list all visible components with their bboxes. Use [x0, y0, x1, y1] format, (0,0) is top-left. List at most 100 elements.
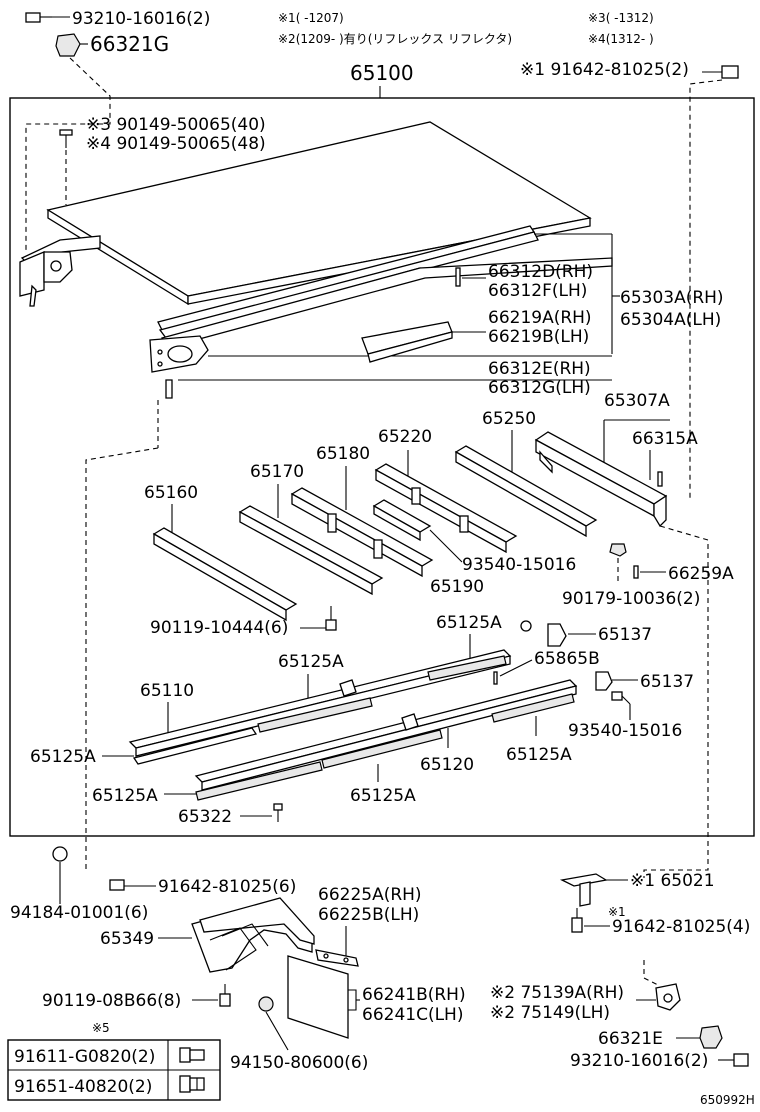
label-65021[interactable]: ※1 65021 [630, 871, 715, 891]
label-66259A[interactable]: 66259A [668, 564, 734, 584]
label-65137-2[interactable]: 65137 [640, 672, 694, 692]
nut-icon [609, 543, 627, 557]
pin-icon [633, 565, 639, 579]
bolt-icon [611, 691, 631, 705]
bolt-icon [219, 984, 231, 1007]
clip-nut-icon [699, 1025, 723, 1049]
label-65250[interactable]: 65250 [482, 409, 536, 429]
screw-icon [273, 803, 283, 822]
label-66225A-RH[interactable]: 66225A(RH) [318, 885, 422, 905]
bolt-icon [25, 12, 52, 23]
cross-member-65180 [290, 487, 434, 578]
label-65125A-2[interactable]: 65125A [278, 652, 344, 672]
label-66219A-RH[interactable]: 66219A(RH) [488, 308, 592, 328]
label-65125A-3[interactable]: 65125A [30, 747, 96, 767]
label-90149-50065-48[interactable]: ※4 90149-50065(48) [86, 134, 266, 154]
label-75149-LH[interactable]: ※2 75149(LH) [490, 1003, 610, 1023]
cross-member-65220 [374, 463, 518, 554]
label-65110[interactable]: 65110 [140, 681, 194, 701]
mud-flap-66241 [287, 955, 349, 1039]
clip-icon [179, 1047, 205, 1063]
label-65120[interactable]: 65120 [420, 755, 474, 775]
label-65349[interactable]: 65349 [100, 929, 154, 949]
label-93210-16016-top[interactable]: 93210-16016(2) [72, 9, 210, 29]
clip-nut-icon [55, 33, 81, 57]
label-94184-01001[interactable]: 94184-01001(6) [10, 903, 148, 923]
label-66312G-LH[interactable]: 66312G(LH) [488, 378, 591, 398]
label-65322[interactable]: 65322 [178, 807, 232, 827]
label-66225B-LH[interactable]: 66225B(LH) [318, 905, 419, 925]
label-65170[interactable]: 65170 [250, 462, 304, 482]
label-66241C-LH[interactable]: 66241C(LH) [362, 1005, 463, 1025]
label-65160[interactable]: 65160 [144, 483, 198, 503]
sill-block-65125A [132, 655, 507, 765]
clip-icon [179, 1075, 205, 1093]
label-65125A-1[interactable]: 65125A [436, 613, 502, 633]
bolt-icon [733, 1053, 749, 1067]
table-row-2-part[interactable]: 91651-40820(2) [14, 1077, 152, 1097]
label-93540-15016-a[interactable]: 93540-15016 [462, 555, 576, 575]
main-assembly-frame [9, 97, 755, 837]
bracket-icon [595, 671, 613, 691]
cross-member-65190 [372, 499, 432, 542]
note-sym-5: ※5 [92, 1021, 110, 1035]
label-66312F-LH[interactable]: 66312F(LH) [488, 281, 587, 301]
label-65125A-6[interactable]: 65125A [350, 786, 416, 806]
cross-member-65170 [238, 505, 384, 596]
label-65137-1[interactable]: 65137 [598, 625, 652, 645]
label-91642-81025-top[interactable]: ※1 91642-81025(2) [520, 60, 689, 80]
rail-end-bracket [149, 335, 209, 399]
label-93540-15016-b[interactable]: 93540-15016 [568, 721, 682, 741]
bolt-icon [702, 65, 739, 79]
label-66321E[interactable]: 66321E [598, 1029, 663, 1049]
side-rail [157, 225, 613, 349]
label-65125A-4[interactable]: 65125A [506, 745, 572, 765]
bolt-icon [520, 620, 532, 632]
diagram-code: 650992H [700, 1093, 755, 1107]
label-65307A[interactable]: 65307A [604, 391, 670, 411]
label-65304A-LH[interactable]: 65304A(LH) [620, 310, 721, 330]
nut-icon [258, 996, 274, 1012]
label-66241B-RH[interactable]: 66241B(RH) [362, 985, 466, 1005]
label-65125A-5[interactable]: 65125A [92, 786, 158, 806]
label-94150-80600[interactable]: 94150-80600(6) [230, 1053, 368, 1073]
label-90119-10444[interactable]: 90119-10444(6) [150, 618, 288, 638]
label-65180[interactable]: 65180 [316, 444, 370, 464]
bolt-icon [109, 879, 125, 891]
label-90179-10036[interactable]: 90179-10036(2) [562, 589, 700, 609]
label-91642-81025-4[interactable]: 91642-81025(4) [612, 917, 750, 937]
note-3: ※3( -1312) [588, 11, 654, 25]
pin-icon [493, 671, 498, 685]
label-93210-16016-bot[interactable]: 93210-16016(2) [570, 1051, 708, 1071]
note-2: ※2(1209- )有り(リフレックス リフレクタ) [278, 32, 512, 46]
table-row-1-part[interactable]: 91611-G0820(2) [14, 1047, 155, 1067]
label-65100[interactable]: 65100 [350, 61, 414, 85]
label-90119-08B66[interactable]: 90119-08B66(8) [42, 991, 181, 1011]
pin-icon [657, 471, 663, 487]
label-90149-50065-40[interactable]: ※3 90149-50065(40) [86, 115, 266, 135]
label-66315A[interactable]: 66315A [632, 429, 698, 449]
label-66312D-RH[interactable]: 66312D(RH) [488, 262, 593, 282]
grommet-icon [52, 846, 68, 862]
label-65190[interactable]: 65190 [430, 577, 484, 597]
label-66321G[interactable]: 66321G [90, 32, 169, 56]
label-65220[interactable]: 65220 [378, 427, 432, 447]
cross-member-65307A [534, 431, 668, 528]
cross-member-65160 [152, 527, 298, 622]
label-66219B-LH[interactable]: 66219B(LH) [488, 327, 589, 347]
label-66312E-RH[interactable]: 66312E(RH) [488, 359, 591, 379]
cross-member-65250 [454, 445, 598, 538]
note-4: ※4(1312- ) [588, 32, 654, 46]
mudguard-65349 [191, 897, 315, 973]
reflector-bracket [655, 983, 681, 1011]
label-91642-81025-6[interactable]: 91642-81025(6) [158, 877, 296, 897]
bracket-65021 [559, 873, 608, 907]
long-sill-65120 [194, 679, 578, 801]
pin-icon [455, 267, 461, 287]
long-sill-65110 [128, 649, 512, 757]
label-65303A-RH[interactable]: 65303A(RH) [620, 288, 724, 308]
label-75139A-RH[interactable]: ※2 75139A(RH) [490, 983, 624, 1003]
label-65865B[interactable]: 65865B [534, 649, 600, 669]
bolt-icon [325, 606, 337, 631]
